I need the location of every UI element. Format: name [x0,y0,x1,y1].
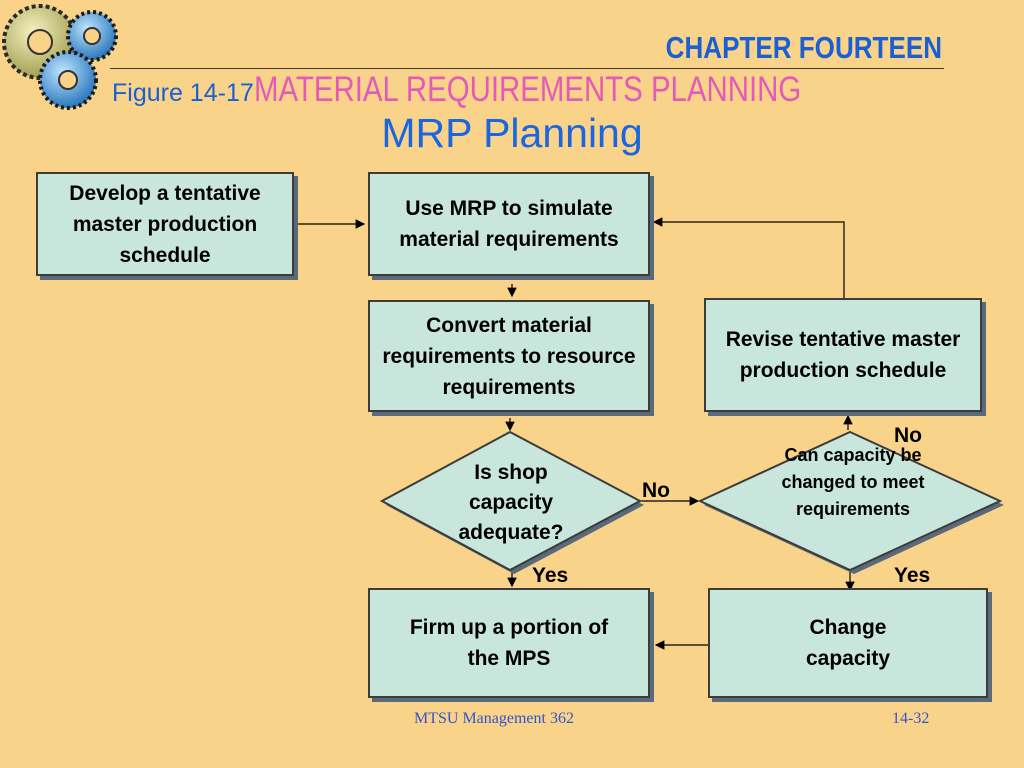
box-revise-mps: Revise tentative master production sched… [704,298,982,412]
gears-icon [2,4,118,110]
decision-can-change: Can capacity be changed to meet requirem… [781,445,925,519]
header-rule [110,68,944,69]
arrow-revise-to-mrp [652,217,845,300]
footer-page-number: 14-32 [892,710,930,727]
label-change-no: No [894,424,922,447]
decision-shop-capacity: Is shop capacity adequate? [458,461,564,544]
label-shop-yes: Yes [532,564,569,587]
box-use-mrp: Use MRP to simulate material requirement… [368,172,650,276]
box-develop-mps: Develop a tentative master production sc… [36,172,294,276]
box-change-capacity: Change capacity [708,588,988,698]
figure-title: MATERIAL REQUIREMENTS PLANNING [253,70,801,109]
footer-course: MTSU Management 362 [414,710,574,727]
label-shop-no: No [642,479,670,502]
label-change-yes: Yes [894,564,931,587]
box-firm-mps: Firm up a portion of the MPS [368,588,650,698]
figure-heading: Figure 14-17MATERIAL REQUIREMENTS PLANNI… [112,70,952,110]
box-convert-requirements: Convert material requirements to resourc… [368,300,650,412]
diagram-title: MRP Planning [381,110,643,156]
chapter-title: CHAPTER FOURTEEN [665,30,942,65]
figure-label: Figure 14-17 [112,79,254,107]
